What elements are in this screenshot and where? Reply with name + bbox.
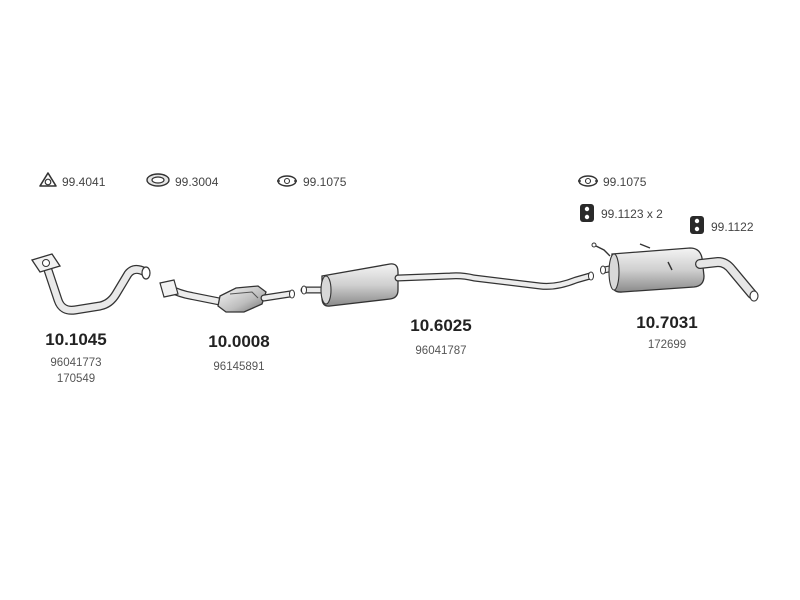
accessory-code: 99.1122 bbox=[711, 220, 754, 234]
triangle-gasket-icon bbox=[38, 171, 58, 194]
part-number: 10.0008 bbox=[208, 332, 270, 351]
accessory-code: 99.1075 bbox=[303, 175, 347, 189]
part-number: 10.1045 bbox=[45, 330, 107, 349]
accessory-code: 99.1075 bbox=[603, 175, 647, 189]
accessory-code: 99.1123 x 2 bbox=[601, 207, 663, 221]
oem-reference: 172699 bbox=[647, 339, 687, 351]
clamp-icon bbox=[276, 174, 298, 193]
oem-reference: 96145891 bbox=[213, 361, 265, 373]
accessory-code: 99.3004 bbox=[175, 175, 219, 189]
accessory-code: 99.4041 bbox=[62, 175, 106, 189]
rubber-hanger-icon bbox=[578, 202, 596, 229]
rear-silencer-icon bbox=[591, 242, 759, 302]
oem-reference: 96041787 bbox=[415, 345, 467, 357]
rubber-hanger-icon bbox=[688, 214, 706, 241]
part-number: 10.7031 bbox=[636, 313, 698, 332]
middle-silencer-icon bbox=[300, 263, 594, 307]
catalytic-converter-icon bbox=[159, 279, 295, 313]
clamp-icon bbox=[577, 174, 599, 193]
ring-gasket-icon bbox=[145, 172, 171, 193]
front-pipe-icon bbox=[30, 253, 151, 315]
part-number: 10.6025 bbox=[410, 316, 472, 335]
oem-reference: 170549 bbox=[56, 373, 96, 385]
oem-reference: 96041773 bbox=[50, 357, 102, 369]
